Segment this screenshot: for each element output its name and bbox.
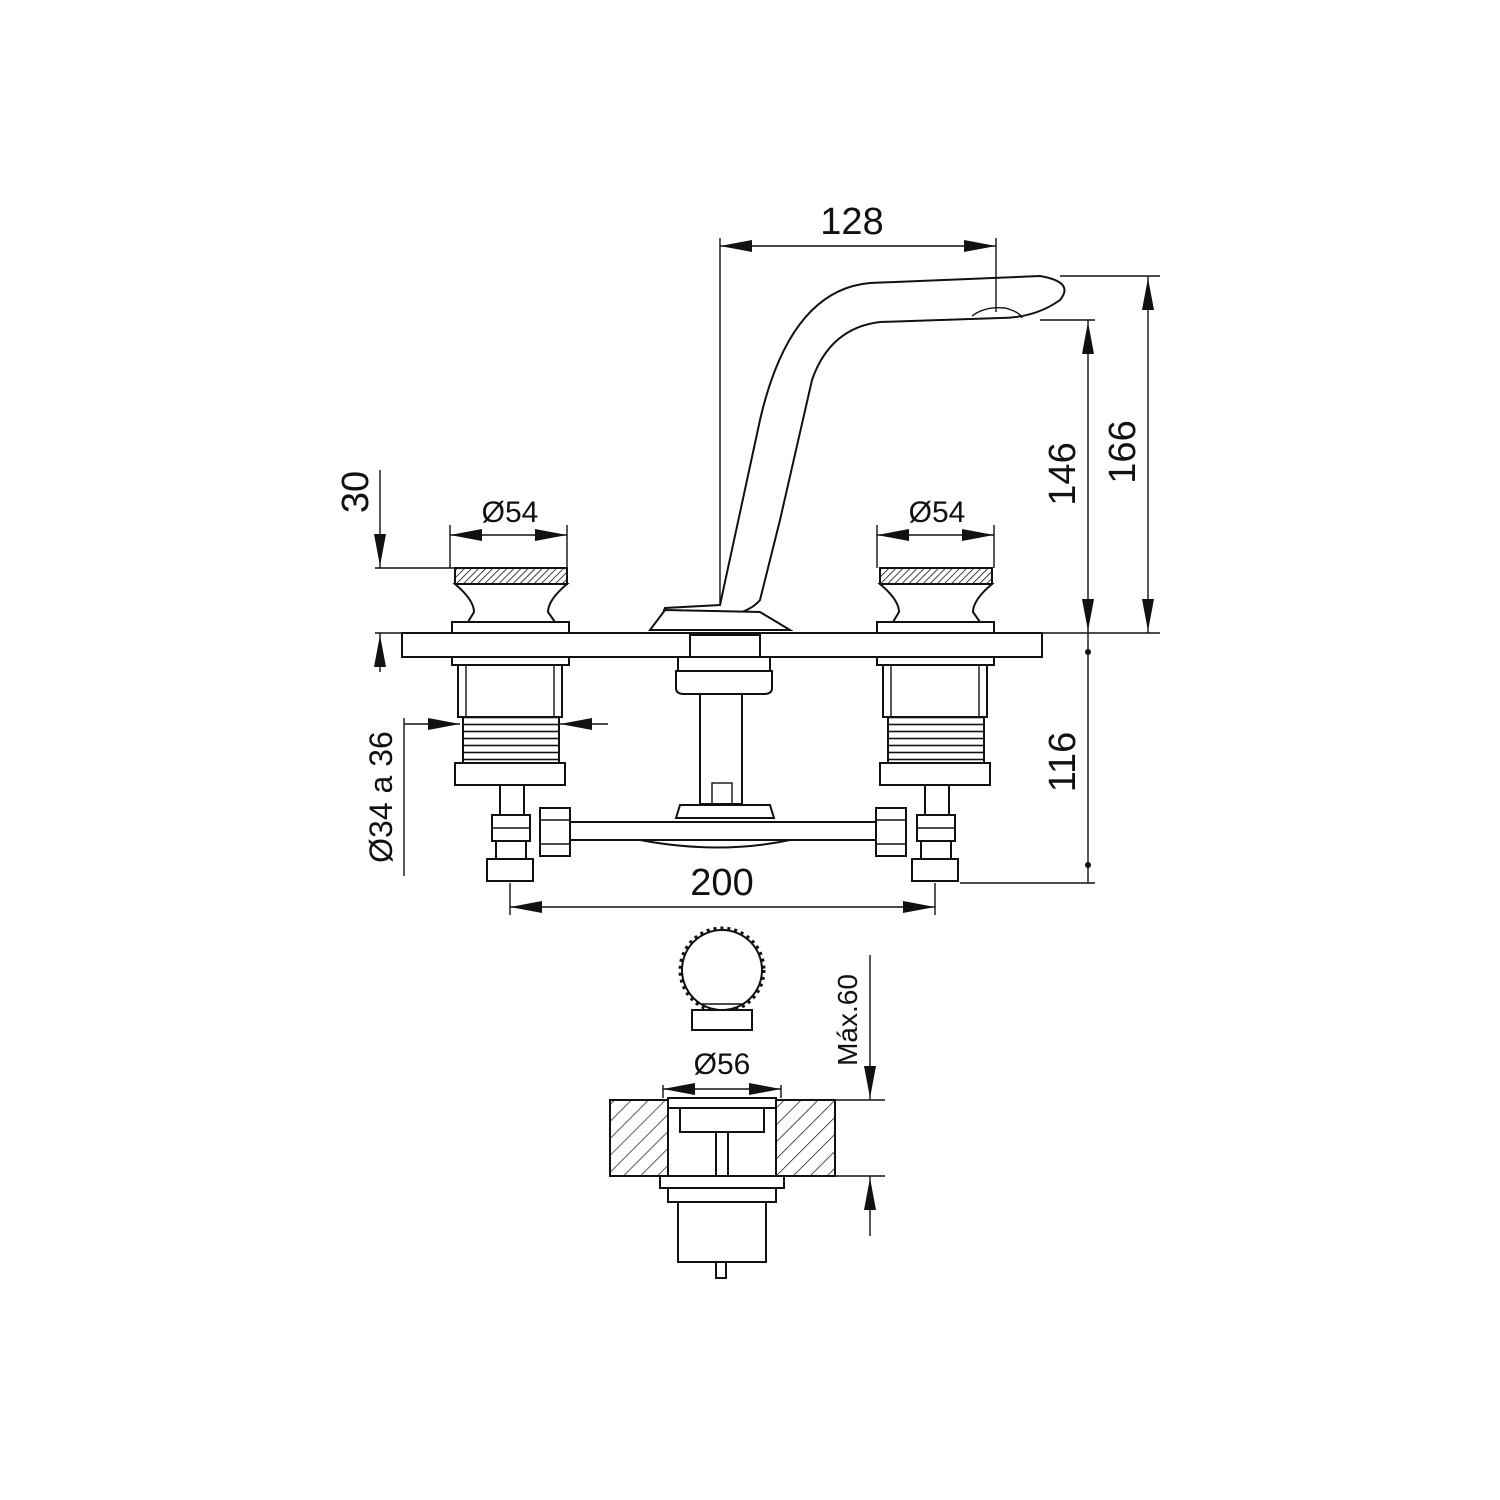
label-166: 166 [1102, 420, 1144, 483]
right-valve [876, 567, 995, 882]
label-200: 200 [690, 862, 753, 904]
left-valve [451, 567, 570, 882]
label-diameter-54-right: Ø54 [909, 496, 966, 529]
dimension-lines [374, 238, 1160, 1236]
label-146: 146 [1042, 442, 1084, 505]
label-30: 30 [335, 471, 377, 513]
connector-pipe [539, 807, 907, 857]
dimension-labels: 128 166 146 30 Ø54 Ø54 Ø34 a 36 116 200 … [335, 201, 1144, 1081]
label-max-60: Máx.60 [832, 974, 863, 1066]
spout [648, 274, 1066, 631]
drain-assembly [609, 926, 836, 1279]
label-116: 116 [1042, 732, 1084, 793]
spout-shank [674, 634, 776, 819]
label-diameter-56: Ø56 [694, 1048, 751, 1081]
label-diameter-34-36: Ø34 a 36 [363, 731, 399, 863]
label-128: 128 [820, 201, 883, 243]
label-diameter-54-left: Ø54 [482, 496, 539, 529]
